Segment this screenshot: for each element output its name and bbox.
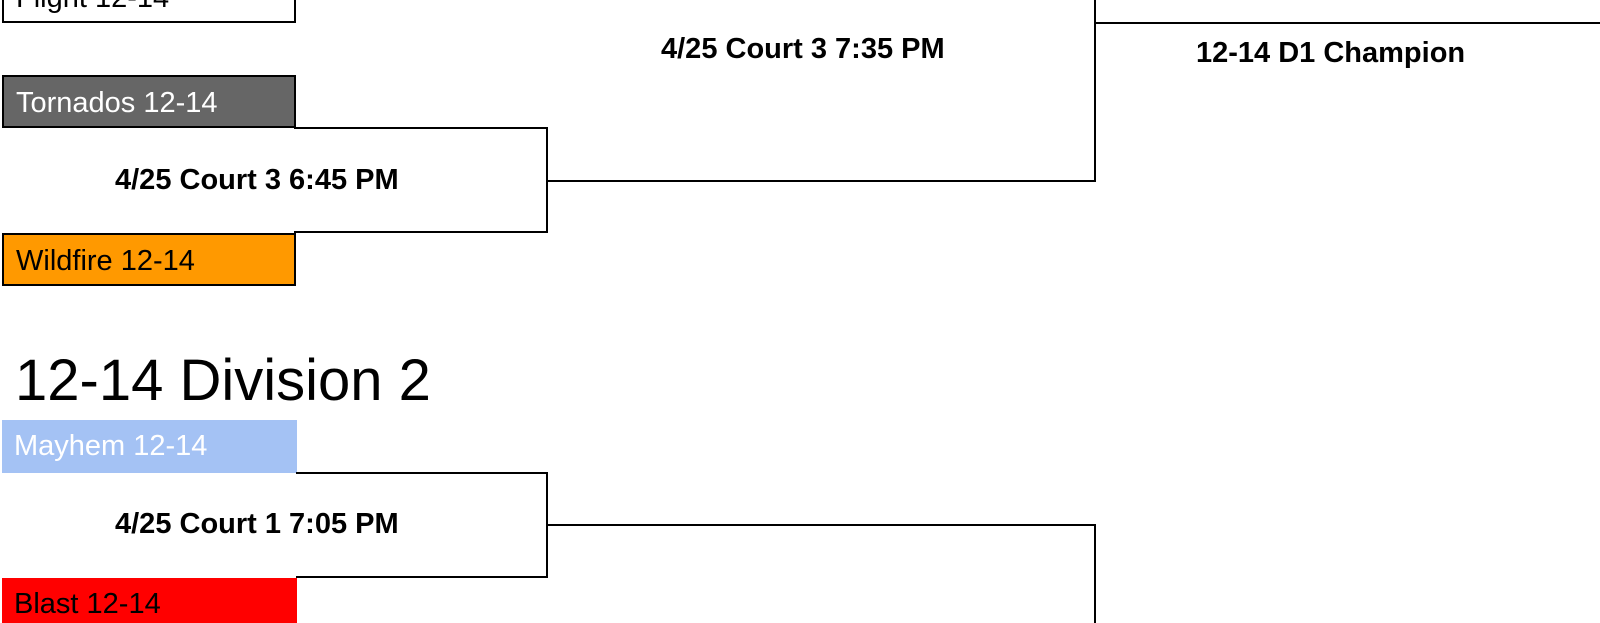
team-slot-blast: Blast 12-14 xyxy=(2,578,297,623)
division-2-connector xyxy=(546,524,1096,526)
champion-label: 12-14 D1 Champion xyxy=(1196,37,1466,69)
division-2-bracket-vertical xyxy=(1094,524,1096,623)
division-2-game-label: 4/25 Court 1 7:05 PM xyxy=(115,508,399,540)
team-slot-flight: Flight 12-14 xyxy=(2,0,296,23)
final-game-label: 4/25 Court 3 7:35 PM xyxy=(661,33,945,65)
team-slot-wildfire: Wildfire 12-14 xyxy=(2,233,296,286)
team-slot-tornados: Tornados 12-14 xyxy=(2,75,296,128)
division-2-title: 12-14 Division 2 xyxy=(15,348,431,413)
final-bracket-vertical xyxy=(1094,0,1096,182)
team-slot-mayhem: Mayhem 12-14 xyxy=(2,420,297,473)
semifinal-to-final-connector xyxy=(546,180,1096,182)
champion-line xyxy=(1094,22,1600,24)
semifinal-game-label: 4/25 Court 3 6:45 PM xyxy=(115,164,399,196)
